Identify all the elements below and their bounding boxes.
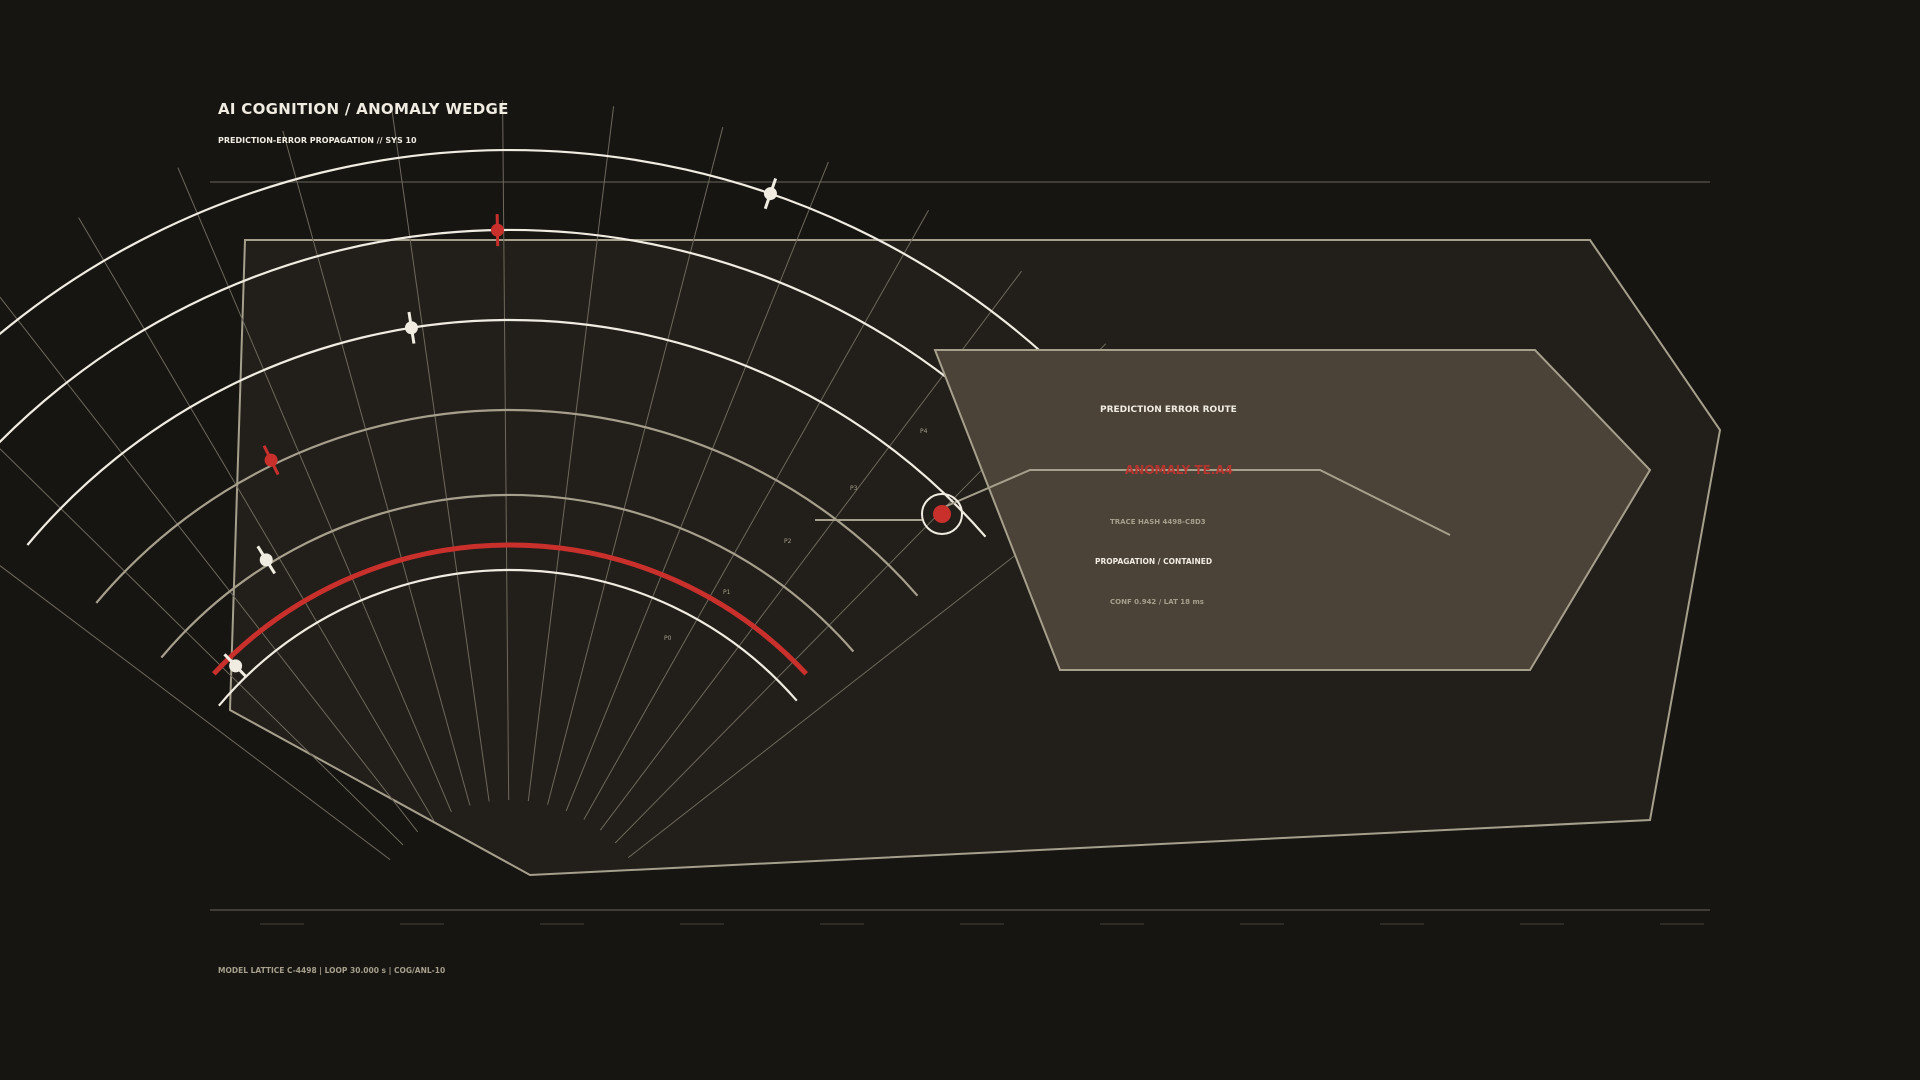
ring-markers [223,177,778,679]
radial-spoke [391,108,490,802]
ring-label: P0 [664,635,672,642]
callout-title: PREDICTION ERROR ROUTE [1100,405,1237,415]
ring-label: P2 [784,538,792,545]
wedge-ring [95,408,919,604]
radial-spoke [547,126,724,805]
ring-marker [404,321,418,335]
ring-labels: P0 P1 P2 P3 P4 [664,428,928,642]
route-line [941,469,1451,536]
wedge-ring [160,493,855,659]
radial-spoke [502,100,510,801]
callout-panel [933,349,1652,671]
trace-hash: TRACE HASH 4498-C8D3 [1110,518,1206,526]
anomaly-arc [211,542,809,676]
radial-spoke [282,130,471,806]
ring-marker [229,659,243,673]
anomaly-node-core[interactable] [933,505,951,523]
ring-label: P1 [723,589,731,596]
anomaly-label: ANOMALY TE.A4 [1125,463,1233,477]
radial-spoke [583,209,929,820]
footer-status: MODEL LATTICE C-4498 | LOOP 30.000 s | C… [218,966,446,975]
confidence-latency: CONF 0.942 / LAT 18 ms [1110,598,1204,606]
ring-marker [763,187,777,201]
radial-spoke [565,161,829,812]
page-subtitle: PREDICTION-ERROR PROPAGATION // SYS 10 [218,136,417,145]
ring-label: P3 [850,485,858,492]
radial-spoke [527,106,615,802]
radial-spoke [78,217,435,822]
radial-spoke [0,448,404,846]
ring-marker [264,453,278,467]
page-title: AI COGNITION / ANOMALY WEDGE [218,100,509,118]
ring-marker [490,223,504,237]
radial-spoke [177,167,452,813]
wedge-ring [218,568,798,707]
wedge-ring [0,148,1115,426]
radial-spoke [0,565,391,861]
radial-spoke [0,296,419,833]
anomaly-node-ring[interactable] [921,493,963,535]
ring-label: P4 [920,428,928,435]
propagation-status: PROPAGATION / CONTAINED [1095,557,1213,566]
ring-marker [259,553,273,567]
wedge-ring [26,318,987,546]
